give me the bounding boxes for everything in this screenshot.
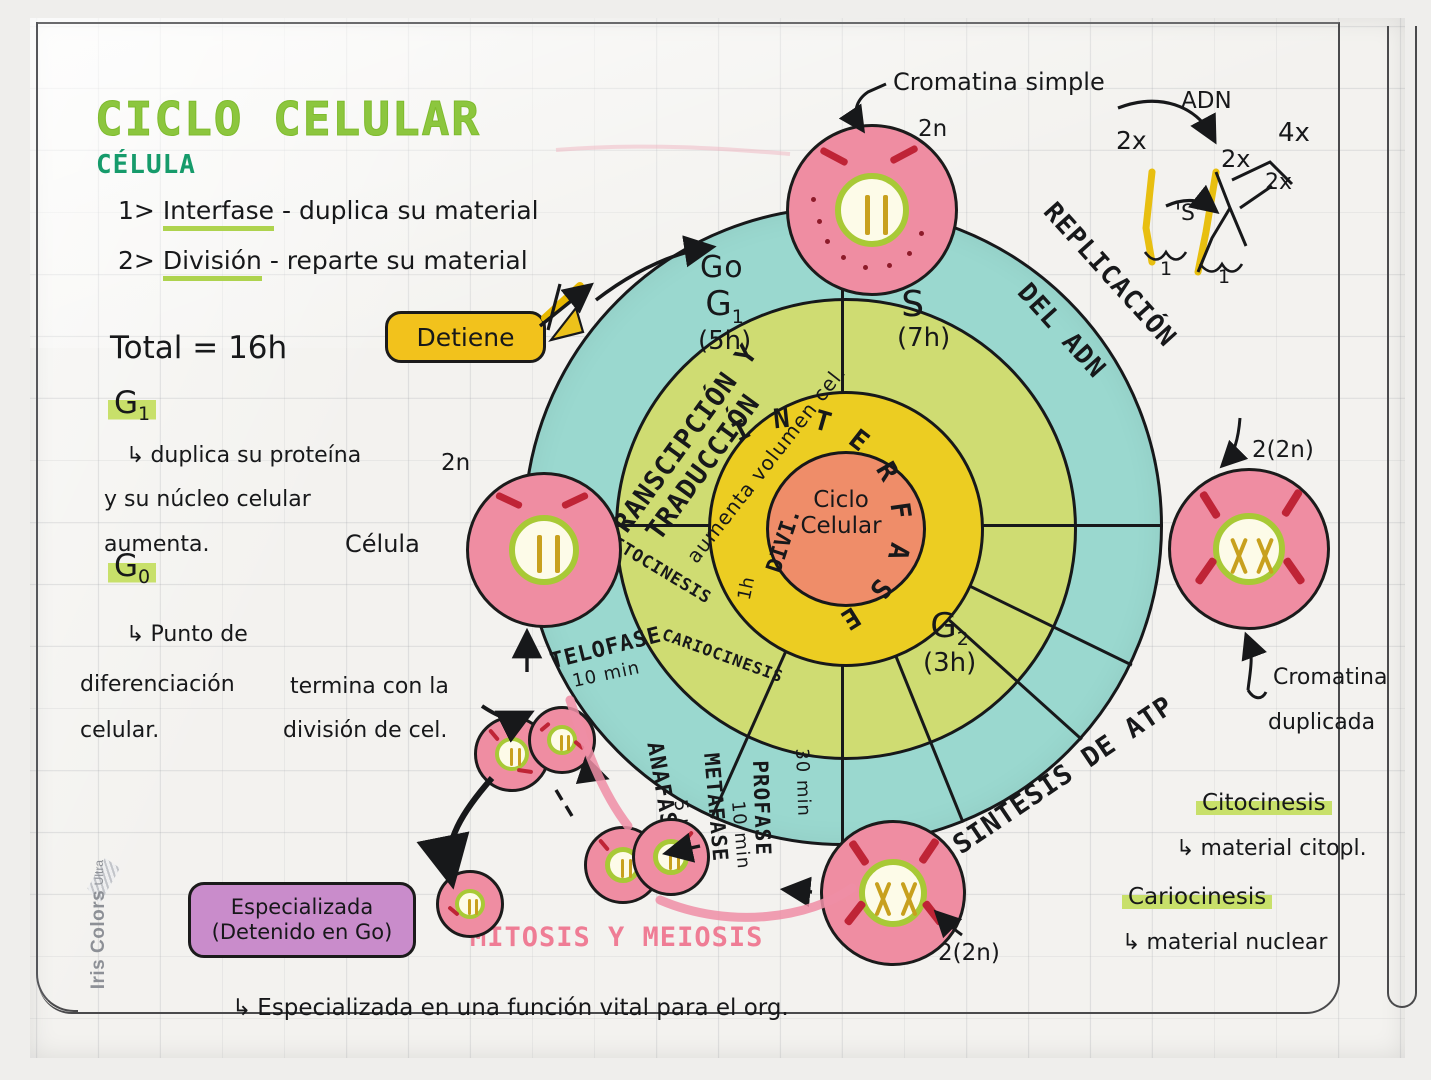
hand-drawn-frame-right (1387, 26, 1417, 1008)
list-item: 2> División - reparte su material (118, 246, 528, 281)
list-number: 1> (118, 196, 155, 225)
interfase-letter: S (862, 573, 898, 606)
note-citocinesis: Citocinesis (1196, 790, 1332, 816)
watermark: Iris Colors Ultra (88, 860, 128, 989)
list-rest: - reparte su material (269, 246, 528, 275)
cell-right (1168, 468, 1330, 630)
list-rest: - duplica su material (281, 196, 539, 225)
callout-cromatina-duplicada-1: Cromatina (1273, 665, 1388, 690)
phase-profase-label: PROFASE (748, 760, 776, 857)
dna-adn-label: ADN (1181, 88, 1232, 114)
g0-heading: G0 (108, 548, 157, 588)
sector-g1-time: (5h) (698, 325, 752, 356)
sector-g2: G2 (3h) (923, 606, 977, 678)
cell-left (466, 472, 622, 628)
dna-mid-2x: 2x (1221, 145, 1251, 173)
cell-left-nucleus (509, 515, 579, 585)
celula-label: Célula (345, 530, 420, 558)
cell-bottom (820, 820, 966, 966)
sector-s: S (7h) (897, 284, 951, 353)
g1-note-line1: duplica su proteína (126, 443, 361, 468)
go-label: Go (700, 250, 744, 285)
callout-cromatina-simple: Cromatina simple (893, 68, 1105, 96)
callout-left-2n: 2n (441, 450, 471, 476)
interfase-letter: E (843, 423, 876, 459)
g0-heading-text: G0 (108, 548, 157, 588)
dna-brace-left: 1 (1160, 258, 1173, 280)
sector-s-time: (7h) (897, 323, 951, 353)
especializada-box[interactable]: Especializada (Detenido en Go) (188, 882, 416, 958)
note-cariocinesis-detail: material nuclear (1122, 930, 1327, 955)
dna-s-label: 'S' (1175, 201, 1202, 226)
detiene-box[interactable]: Detiene (385, 311, 546, 363)
watermark-brand: Iris Colors (88, 889, 109, 990)
interfase-letter: E (834, 599, 866, 636)
note-citocinesis-detail: material citopl. (1176, 836, 1366, 861)
total-hours: Total = 16h (110, 330, 288, 366)
list-term: Interfase (162, 196, 275, 231)
cell-daughter-b (528, 706, 596, 774)
g1-heading: G1 (108, 385, 157, 425)
list-term: División (162, 246, 262, 281)
dna-left-2x: 2x (1116, 126, 1147, 155)
core-line1: Ciclo (813, 487, 869, 513)
list-item: 1> Interfase - duplica su material (118, 196, 539, 231)
cell-specialized (436, 870, 504, 938)
mitosis-meiosis-label: MITOSIS Y MEIOSIS (470, 922, 764, 953)
callout-top-2n: 2n (918, 116, 948, 142)
g0-note-line1: Punto de (126, 622, 247, 647)
especializada-line1: Especializada (230, 895, 374, 920)
especializada-note: Especializada en una función vital para … (232, 995, 788, 1021)
sector-g2-time: (3h) (923, 647, 977, 678)
cell-cytokinesis-b (632, 818, 710, 896)
cell-top (786, 124, 958, 296)
core-label: Ciclo Celular (771, 487, 911, 540)
note-cariocinesis: Cariocinesis (1122, 884, 1273, 910)
subtitle-celula: CÉLULA (96, 150, 196, 180)
cell-top-nucleus (835, 173, 909, 247)
core-line2: Celular (800, 512, 882, 539)
note-cariocinesis-term: Cariocinesis (1122, 884, 1273, 910)
g0-note-line2: diferenciación (80, 672, 235, 697)
callout-right-2-2n: 2(2n) (1252, 437, 1314, 463)
cell-bottom-nucleus (859, 859, 927, 927)
list-number: 2> (118, 246, 155, 275)
sector-g1: G1 (5h) (698, 284, 752, 356)
watermark-sub: Ultra (92, 860, 106, 886)
termina-line1: termina con la (290, 674, 449, 699)
phase-profase-time: 30 min (791, 748, 815, 818)
dna-brace-right: 1 (1218, 266, 1231, 288)
interfase-letter: R (868, 456, 905, 488)
page-title: CICLO CELULAR (94, 92, 482, 147)
termina-line2: división de cel. (283, 718, 448, 743)
ciclo-celular-core (766, 451, 926, 607)
dna-4x: 4x (1278, 118, 1310, 148)
interfase-letter: A (880, 539, 915, 565)
note-citocinesis-term: Citocinesis (1196, 790, 1332, 816)
especializada-line2: (Detenido en Go) (211, 920, 393, 944)
cell-right-nucleus (1213, 513, 1285, 585)
g0-note-line3: celular. (80, 718, 160, 743)
callout-bottom-2-2n: 2(2n) (938, 940, 1000, 966)
detiene-label: Detiene (416, 322, 515, 352)
g1-note-line2: y su núcleo celular (104, 487, 311, 512)
g1-heading-text: G1 (108, 385, 157, 425)
callout-cromatina-duplicada-2: duplicada (1268, 710, 1376, 735)
dna-low-2x: 2x (1265, 170, 1293, 195)
